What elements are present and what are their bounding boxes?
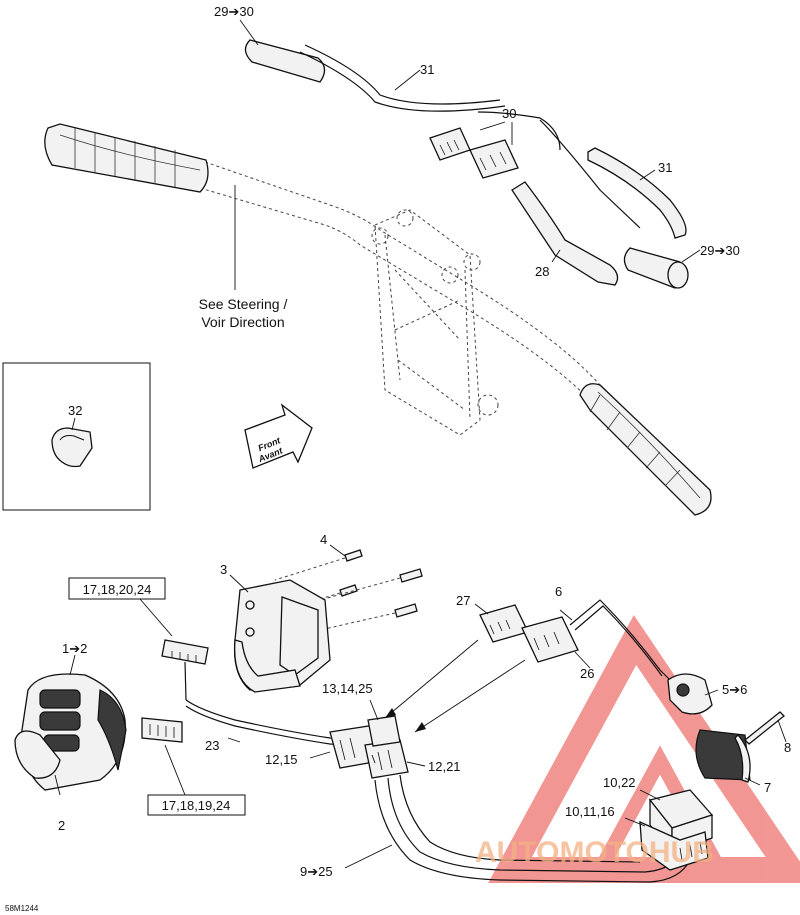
callout-31-top: 31 (420, 62, 434, 77)
callout-27: 27 (456, 593, 470, 608)
connectors-26-27 (474, 603, 591, 669)
box-17-18-20-24 (68, 577, 166, 600)
callout-1-2: 1➔2 (62, 641, 87, 656)
arrow-26-to-junction (414, 659, 526, 733)
inset-box-32 (2, 362, 151, 511)
callout-9-25: 9➔25 (300, 864, 333, 879)
watermark-text: AUTOMOTOHUB (475, 836, 714, 869)
callout-29-30-right: 29➔30 (700, 243, 740, 258)
screws-4 (274, 544, 423, 631)
central-junction (329, 699, 409, 779)
leader-box-bottom (164, 744, 186, 796)
callout-4: 4 (320, 532, 327, 547)
part-5-6 (667, 673, 719, 715)
callout-2: 2 (58, 818, 65, 833)
harness-23 (185, 699, 361, 741)
callout-31-right: 31 (658, 160, 672, 175)
harness-9-25 (374, 779, 691, 883)
leader-12-15 (309, 751, 331, 759)
part-8-pin (744, 711, 787, 745)
leader-9-25 (344, 844, 393, 869)
box-17-18-19-24 (147, 794, 246, 816)
handlebar-switch-1 (14, 654, 127, 796)
leader-12-21 (406, 761, 426, 767)
callout-23: 23 (205, 738, 219, 753)
front-arrow-icon: Front Avant (244, 403, 313, 469)
connector-top-left (141, 639, 209, 743)
callout-30: 30 (502, 106, 516, 121)
leader-box-top (139, 598, 173, 637)
callout-28: 28 (535, 264, 549, 279)
callout-12-21: 12,21 (428, 759, 461, 774)
reference-code: 58M1244 (5, 904, 39, 913)
box-17-18-19-24-label: 17,18,19,24 (162, 798, 231, 813)
part-7 (695, 729, 761, 786)
leaders-top (239, 19, 701, 263)
callout-10-22: 10,22 (603, 775, 636, 790)
callout-7: 7 (764, 780, 771, 795)
box-17-18-20-24-label: 17,18,20,24 (83, 582, 152, 597)
heated-grip-wires (244, 39, 689, 289)
callout-26: 26 (580, 666, 594, 681)
control-module-10 (624, 789, 714, 871)
callout-6: 6 (555, 584, 562, 599)
callout-3: 3 (220, 562, 227, 577)
callout-32: 32 (68, 403, 82, 418)
see-steering-line-1: See Steering / (199, 296, 288, 312)
callout-12-15: 12,15 (265, 752, 298, 767)
switch-housing-3 (229, 574, 331, 693)
callout-8: 8 (784, 740, 791, 755)
callout-13-14-25: 13,14,25 (322, 681, 373, 696)
callout-5-6: 5➔6 (722, 682, 747, 697)
handlebar-assembly (44, 123, 712, 516)
arrow-27-to-junction (384, 639, 479, 719)
leader-23 (227, 737, 241, 743)
callout-10-11-16: 10,11,16 (565, 804, 615, 819)
see-steering-line-2: Voir Direction (201, 314, 284, 330)
callout-29-30-top: 29➔30 (214, 4, 254, 19)
